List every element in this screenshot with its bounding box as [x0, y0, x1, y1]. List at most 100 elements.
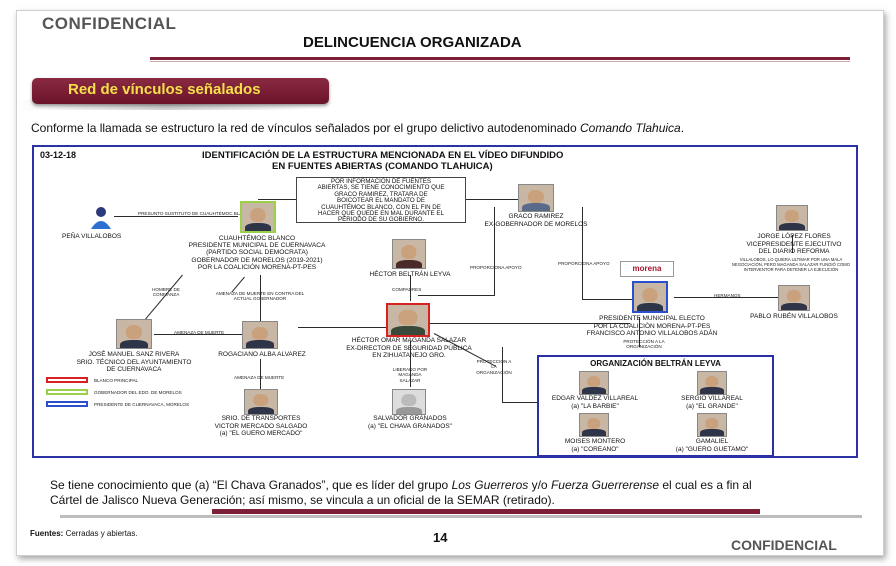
link-line [674, 297, 778, 298]
photo-jorge-lopez-flores [776, 205, 808, 231]
org-member-line: (a) "LA BARBIE" [571, 402, 619, 410]
note-line: POR INFORMACIÓN DE FUENTES [330, 178, 432, 185]
hector-omar-line: EX-DIRECTOR DE SEGURIDAD PÚBLICA [346, 344, 472, 352]
org-member-4: GAMALIEL (a) "GUERO GUETAMO" [667, 438, 757, 453]
photo-hector-omar-maganda [386, 303, 430, 337]
photo-graco-ramirez [518, 184, 554, 212]
link-line [639, 317, 640, 347]
photo-hector-beltran-leyva [392, 239, 426, 269]
person-rogaciano-alba: ROGACIANO ALBA ALVAREZ [218, 351, 306, 358]
sanz-line: SRIO. TÉCNICO DEL AYUNTAMIENTO [76, 358, 192, 366]
link-line [298, 327, 388, 328]
bottom-text-span: Se tiene conocimiento que (a) “El Chava … [50, 478, 452, 492]
victor-line: SRIO. DE TRANSPORTES [221, 415, 301, 422]
link-line [502, 347, 503, 403]
link-label-presunto: PRESUNTO SUSTITUTO DE CUAUHTÉMOC BLANCO [138, 211, 253, 216]
title-rule-thin [150, 61, 850, 62]
photo-villalobos-adan [632, 281, 668, 313]
group-name-guerreros: Los Guerreros [451, 478, 529, 492]
link-line [502, 402, 538, 403]
link-label-villalobos-note: VILLALOBOS, LO QUIERA ULTIMAR POR UNA MA… [732, 257, 850, 272]
org-member-line: SERGIO VILLAREAL [681, 395, 743, 402]
villalobos-adan-line: POR LA COALICIÓN MORENA-PT-PES [593, 322, 711, 330]
sanz-line: DE CUERNAVACA [106, 366, 162, 373]
graco-line: EX-GOBERNADOR DE MORELOS [484, 220, 588, 228]
link-label-liberado: LIBERADO POR MAGANDA SALAZAR [392, 367, 428, 383]
person-hector-beltran-leyva: HÉCTOR BELTRÁN LEYVA [369, 271, 451, 278]
villalobos-adan-line: FRANCISCO ANTONIO VILLALOBOS ADÁN [586, 330, 718, 337]
jorge-line: JORGE LÓPEZ FLORES [757, 233, 831, 240]
network-diagram: 03-12-18 IDENTIFICACIÓN DE LA ESTRUCTURA… [32, 145, 858, 458]
chart-title-line2: EN FUENTES ABIERTAS (COMANDO TLAHUICA) [272, 161, 493, 172]
section-tag-label: Red de vínculos señalados [68, 81, 261, 98]
bottom-text-span: el cual es a fin al [659, 478, 752, 492]
org-member-line: GAMALIEL [695, 438, 729, 445]
bottom-line-1: Se tiene conocimiento que (a) “El Chava … [50, 478, 870, 493]
org-beltran-leyva-box: ORGANIZACIÓN BELTRÁN LEYVA EDGAR VALDEZ … [537, 355, 774, 457]
photo-org-member [579, 413, 609, 437]
person-pena-villalobos: PEÑA VILLALOBOS [62, 233, 122, 240]
org-title: ORGANIZACIÓN BELTRÁN LEYVA [590, 359, 721, 368]
section-tag-shadow [16, 100, 316, 110]
sanz-line: JOSÉ MANUEL SANZ RIVERA [88, 351, 180, 358]
note-line: PERIODO DE SU GOBIERNO. [338, 216, 424, 224]
legend-label: PRESIDENTE DE CUERNAVACA, MORELOS [94, 402, 190, 407]
bottom-line-2: Cártel de Jalisco Nueva Generación; así … [50, 493, 555, 507]
link-line [258, 199, 296, 200]
jorge-line: DEL DIARIO REFORMA [758, 248, 830, 255]
org-member-3: MOISES MONTERO (a) "COREANO" [547, 438, 643, 453]
link-line [410, 275, 411, 301]
intro-group: Comando Tlahuica [580, 121, 681, 135]
link-line [114, 216, 238, 217]
link-line [410, 341, 411, 387]
person-jorge-lopez-flores: JORGE LÓPEZ FLORES VICEPRESIDENTE EJECUT… [734, 233, 854, 256]
morena-logo: morena [620, 261, 674, 277]
link-line [494, 207, 495, 295]
salvador-line: (a) "EL CHAVA GRANADOS" [368, 422, 452, 430]
link-line [430, 323, 630, 324]
note-box: POR INFORMACIÓN DE FUENTES ABIERTAS, SE … [296, 177, 466, 223]
intro-paragraph: Conforme la llamada se estructuro la red… [31, 121, 684, 135]
victor-line: VICTOR MERCADO SALGADO [214, 422, 308, 430]
page-number: 14 [433, 530, 448, 545]
photo-org-member [697, 413, 727, 437]
legend-label: BLANCO PRINCIPAL [94, 378, 139, 383]
photo-cuauhtemoc-blanco [240, 201, 276, 233]
person-sanz-rivera: JOSÉ MANUEL SANZ RIVERA SRIO. TÉCNICO DE… [54, 351, 214, 374]
link-label-proteccion-2: PROTECCIÓN A LA ORGANIZACIÓN [623, 339, 665, 350]
cuauhtemoc-line: CUAUHTÉMOC BLANCO [218, 235, 296, 242]
link-line [154, 334, 242, 335]
link-label-amenaza-1: AMENAZA DE MUERTE [174, 330, 225, 335]
confidential-label-bottom: CONFIDENCIAL [731, 537, 837, 553]
chart-date: 03-12-18 [40, 150, 77, 160]
link-label-apoyo-2: PROPORCIONA APOYO [558, 261, 610, 266]
chart-title-line1: IDENTIFICACIÓN DE LA ESTRUCTURA MENCIONA… [202, 150, 564, 161]
person-hector-omar-maganda: HÉCTOR OMAR MAGANDA SALAZAR EX-DIRECTOR … [332, 337, 486, 360]
person-salvador-granados: SALVADOR GRANADOS (a) "EL CHAVA GRANADOS… [350, 415, 470, 430]
cuauhtemoc-line: POR LA COALICIÓN MORENA-PT-PES [197, 263, 317, 271]
legend-swatch-blue [46, 401, 88, 407]
cuauhtemoc-line: PRESIDENTE MUNICIPAL DE CUERNAVACA [188, 242, 326, 250]
hector-omar-line: EN ZIHUATANEJO GRO. [372, 352, 446, 359]
link-line [792, 235, 793, 253]
sources-note: Fuentes: Cerradas y abiertas. [30, 529, 138, 538]
page-frame [16, 10, 884, 556]
org-member-line: MOISES MONTERO [564, 438, 626, 445]
legend-swatch-red [46, 377, 88, 383]
villalobos-adan-line: PRESIDENTE MUNICIPAL ELECTO [599, 315, 705, 322]
hector-omar-line: HÉCTOR OMAR MAGANDA SALAZAR [351, 337, 467, 344]
intro-end: . [680, 121, 685, 135]
link-label-apoyo-1: PROPORCIONA APOYO [470, 265, 522, 270]
link-label-hombre: HOMBRE DE CONFIANZA [152, 287, 180, 298]
link-line [260, 275, 261, 321]
photo-pablo-ruben-villalobos [778, 285, 810, 311]
legend-label: GOBERNADOR DEL EDO. DE MORELOS [94, 390, 182, 395]
title-rule [150, 57, 850, 60]
note-line: CUAUHTÉMOC BLANCO, CON EL FIN DE [321, 203, 441, 211]
link-label-amenaza-contra: AMENAZA DE MUERTE EN CONTRA DEL ACTUAL G… [215, 291, 305, 302]
link-line [582, 207, 583, 299]
org-member-1: EDGAR VALDEZ VILLAREAL (a) "LA BARBIE" [547, 395, 643, 410]
photo-org-member [579, 371, 609, 395]
org-member-2: SERGIO VILLAREAL (a) "EL GRANDE" [667, 395, 757, 410]
link-line [140, 274, 183, 325]
